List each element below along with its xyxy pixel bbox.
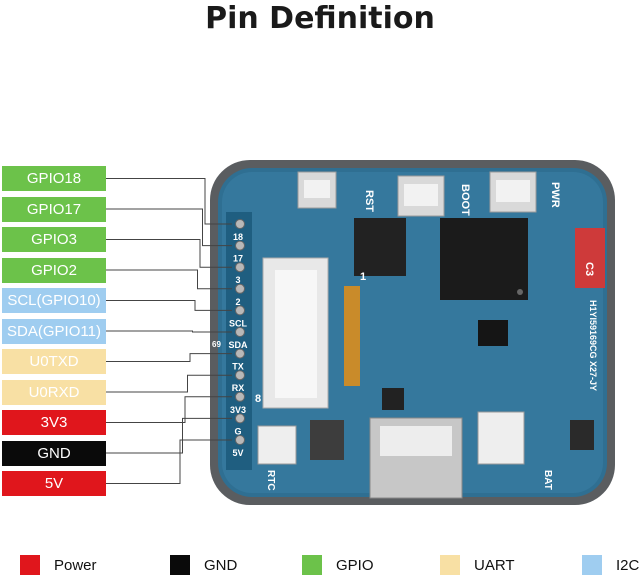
pin-wire <box>106 178 232 225</box>
pin-wire <box>106 396 232 423</box>
pin-label-3v3: 3V3 <box>2 410 106 435</box>
pin-mark-8: 8 <box>255 393 261 405</box>
fpc-ribbon <box>344 286 360 386</box>
page-title: Pin Definition <box>205 1 435 36</box>
header-pin-hole <box>235 413 245 424</box>
header-pin-silk: 17 <box>233 254 243 264</box>
pin-label-gpio17: GPIO17 <box>2 196 106 222</box>
pin-label-gpio2: GPIO2 <box>2 257 106 283</box>
header-pin-silk: 3V3 <box>230 405 246 415</box>
header-pin-silk: SCL <box>229 318 248 328</box>
header-pin-silk: 5V <box>232 448 243 458</box>
pin-wire <box>106 417 232 454</box>
header-pin-hole <box>235 435 245 445</box>
pin-wire <box>106 239 232 268</box>
legend-label-uart: UART <box>474 557 515 574</box>
header-pin-hole <box>235 240 245 251</box>
pin-mark-1: 1 <box>360 271 366 283</box>
bat-silk: BAT <box>542 470 553 490</box>
pin-wire <box>106 300 232 311</box>
bat-connector <box>477 411 525 465</box>
header-pin-silk: 3 <box>235 275 240 285</box>
boot-silk: BOOT <box>459 184 471 216</box>
pin-header-strip <box>226 212 252 470</box>
pin-wires <box>106 178 232 484</box>
board-marking: H1YI59169CG X27-JY <box>588 300 598 391</box>
header-pin-hole <box>235 283 245 294</box>
pin-label-5v: 5V <box>2 471 106 496</box>
rtc-connector <box>257 425 297 465</box>
cap-label: C3 <box>583 262 595 276</box>
pwr-button <box>489 171 537 213</box>
boot-button <box>397 175 445 217</box>
pwr-silk: PWR <box>549 182 561 208</box>
header-pin-hole <box>235 219 245 229</box>
legend-swatch-uart <box>440 555 460 575</box>
legend-swatch-gnd <box>170 555 190 575</box>
pad-label: 69 <box>212 340 221 349</box>
rst-button <box>297 171 337 209</box>
header-pin-hole <box>235 370 245 381</box>
pin-label-scl-gpio10: SCL(GPIO10) <box>2 288 106 313</box>
chip-small <box>354 218 406 276</box>
header-pin-silk: TX <box>232 362 244 372</box>
legend-label-gnd: GND <box>204 557 238 574</box>
legend-label-power: Power <box>54 557 97 574</box>
pin-label-gpio18: GPIO18 <box>2 166 106 191</box>
legend-swatch-i2c <box>582 555 602 575</box>
pin-label-gpio3: GPIO3 <box>2 227 106 252</box>
header-pin-hole <box>235 348 245 359</box>
esp32-chip <box>440 218 528 300</box>
legend-swatch-gpio <box>302 555 322 575</box>
header-pin-silk: RX <box>232 383 245 393</box>
cap-c3 <box>575 228 605 288</box>
header-pin-silk: G <box>234 426 241 436</box>
header-pin-hole <box>235 305 245 316</box>
inductor <box>310 420 344 460</box>
header-pin-hole <box>235 327 245 337</box>
rst-silk: RST <box>363 190 375 212</box>
header-pin-hole <box>235 262 245 273</box>
legend-swatch-power <box>20 555 40 575</box>
pin-wire <box>106 439 232 484</box>
header-pin-silk: SDA <box>228 340 248 350</box>
header-pin-silk: 18 <box>233 232 243 242</box>
pin-label-u0rxd: U0RXD <box>2 379 106 405</box>
pin-wire <box>106 374 232 393</box>
pin-wire <box>106 269 232 290</box>
pin-wire <box>106 208 232 247</box>
rtc-silk: RTC <box>265 470 276 491</box>
pin-wire <box>106 330 232 333</box>
header-pin-silk: 2 <box>235 297 240 307</box>
legend-label-gpio: GPIO <box>336 557 374 574</box>
header-pin-hole <box>235 391 245 402</box>
legend-label-i2c: I2C <box>616 557 640 574</box>
pin-wire <box>106 353 232 362</box>
pin-label-sda-gpio11: SDA(GPIO11) <box>2 318 106 344</box>
pin-label-u0txd: U0TXD <box>2 349 106 374</box>
pin-label-gnd: GND <box>2 440 106 466</box>
chip-sensor <box>478 320 508 346</box>
